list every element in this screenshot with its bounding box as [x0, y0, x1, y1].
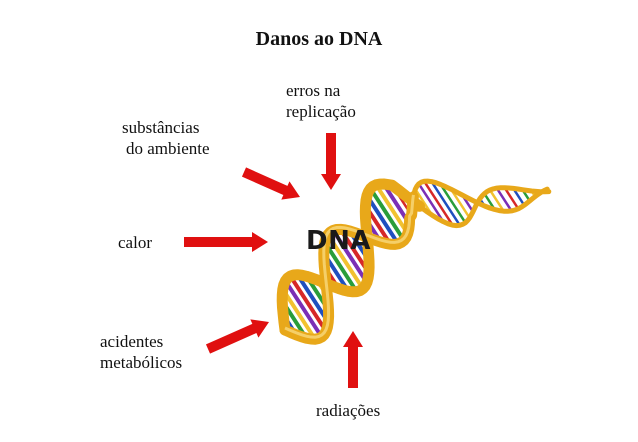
cause-line: do ambiente — [126, 139, 210, 158]
dna-helix-icon — [276, 178, 552, 345]
cause-line: erros na — [286, 81, 341, 100]
cause-line: acidentes — [100, 332, 164, 351]
slide-title: Danos ao DNA — [255, 28, 383, 50]
cause-label-heat: calor — [118, 232, 152, 253]
arrow-icon — [184, 133, 363, 388]
cause-line: replicação — [286, 102, 356, 121]
cause-label-environment: substâncias do ambiente — [122, 117, 210, 159]
cause-line: substâncias — [122, 118, 200, 137]
cause-line: calor — [118, 233, 152, 252]
cause-line: metabólicos — [100, 353, 183, 372]
cause-label-metabolic: acidentes metabólicos — [100, 331, 182, 373]
cause-line: radiações — [316, 401, 381, 420]
cause-label-errors: erros na replicação — [286, 80, 356, 122]
cause-label-radiation: radiações — [316, 400, 380, 421]
dna-label: DNA — [306, 226, 371, 256]
